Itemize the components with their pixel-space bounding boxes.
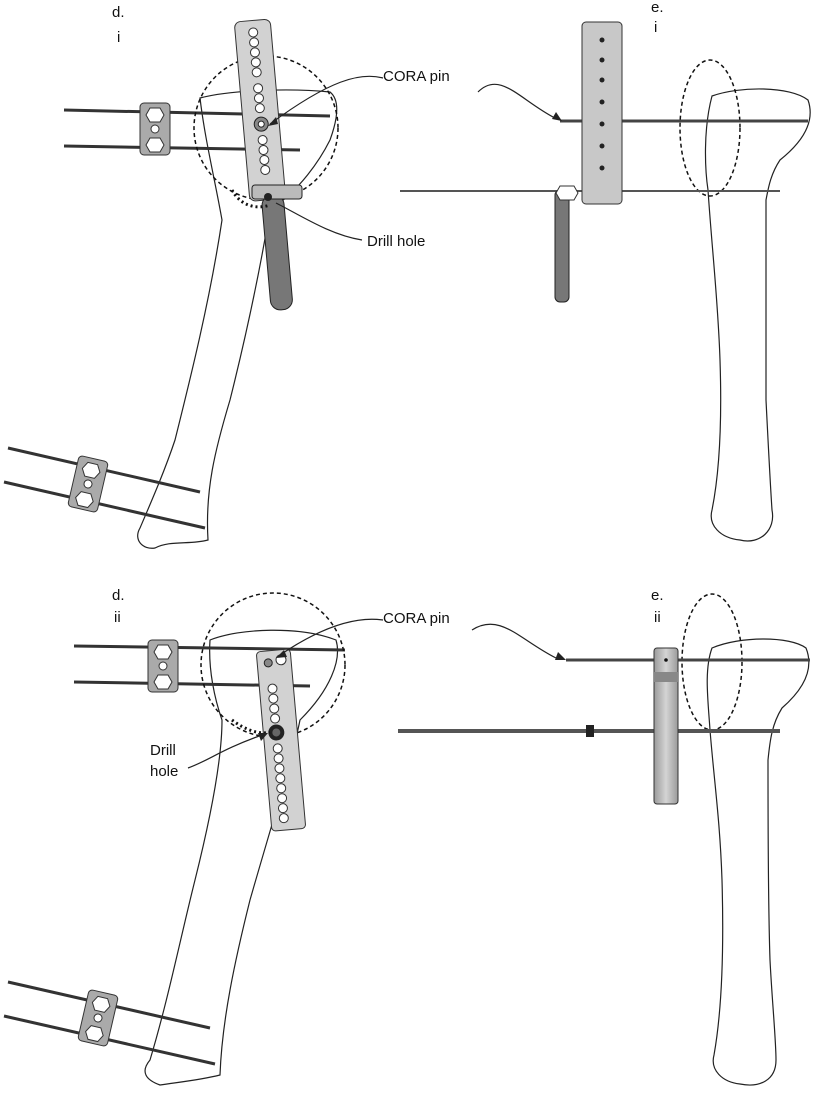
drill-clamp [251, 184, 303, 200]
pin-distal-2 [3, 480, 206, 530]
cora-pin-leader-di [269, 75, 384, 125]
guide-hole-lateral-ii [664, 658, 668, 662]
panel-d-i: d. i [3, 4, 450, 549]
cora-pin-arrowhead-eii [555, 652, 566, 660]
panel-d-ii-numeral: ii [114, 609, 121, 626]
drill-arm-lateral [554, 189, 570, 303]
guide-plate-lateral-ii [653, 647, 679, 805]
femur-outline [137, 89, 338, 549]
femur-outline-ii [144, 629, 339, 1086]
callout-drill-hole-di: Drill hole [367, 233, 425, 250]
pin-clamp-distal-ii [77, 989, 119, 1047]
cora-pin-arrowhead-dii [276, 650, 287, 658]
panel-d-ii-letter: d. [112, 587, 125, 604]
pin-clamp-proximal [139, 102, 171, 156]
cora-pin-arrowhead-di [268, 117, 278, 126]
pin-proximal-1-ii [73, 644, 346, 652]
guide-holes-lateral [599, 37, 605, 171]
callout-drill-hole-line1: Drill [150, 742, 176, 759]
pin-clamp-proximal-ii [147, 639, 179, 693]
drill-arm [261, 194, 293, 311]
panel-e-ii-letter: e. [651, 587, 664, 604]
drill-hole-leader-di [275, 202, 363, 241]
cora-pin-leader-eii [471, 623, 557, 659]
cora-ellipse [679, 59, 741, 197]
panel-d-ii: d. ii [3, 587, 450, 1086]
drill-guide-plate-ii [256, 648, 306, 832]
hex-nut-icon [555, 185, 579, 201]
drill-hole-arrowhead-dii [258, 733, 268, 741]
panel-d-i-numeral: i [117, 29, 120, 46]
drill-arc [230, 189, 271, 209]
drill-guide-plate [234, 18, 286, 202]
callout-cora-pin-dii: CORA pin [383, 610, 450, 627]
panel-e-ii: e. ii [398, 587, 810, 1086]
guide-plate-shading [654, 672, 678, 682]
drill-hole-leader-dii [187, 734, 263, 769]
drill-stop-icon [586, 725, 594, 737]
callout-drill-hole-line2: hole [150, 763, 178, 780]
pin-distal-2-ii [3, 1014, 216, 1066]
pin-proximal-1 [63, 108, 331, 118]
cora-pin-arrowhead-ei [552, 112, 562, 121]
callout-cora-pin-di: CORA pin [383, 68, 450, 85]
guide-plate-lateral [581, 21, 623, 205]
panel-e-ii-numeral: ii [654, 609, 661, 626]
panel-e-i-letter: e. [651, 0, 664, 16]
bone-lateral-outline-ii [706, 638, 810, 1086]
cora-pin-leader-dii [279, 618, 384, 656]
bone-lateral-outline [704, 88, 811, 542]
panel-d-i-letter: d. [112, 4, 125, 21]
pin-clamp-distal [67, 455, 109, 513]
drill-hole-marker [264, 193, 272, 201]
panel-e-i: e. i [400, 0, 811, 542]
panel-e-i-numeral: i [654, 19, 657, 36]
cora-pin-leader-ei [477, 83, 556, 119]
